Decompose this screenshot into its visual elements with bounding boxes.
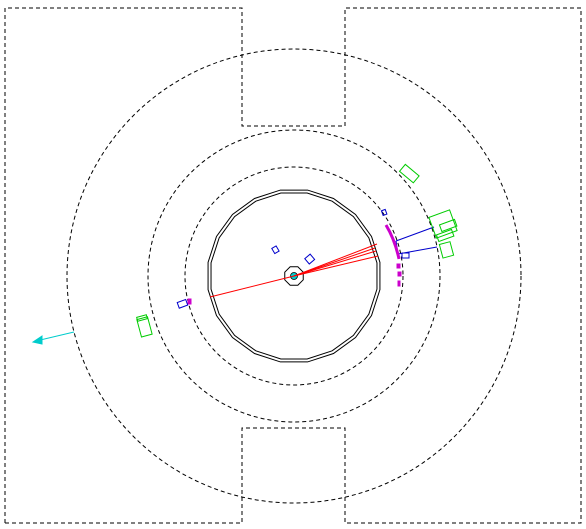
middle-detector-ring xyxy=(147,129,441,423)
track-left xyxy=(209,275,295,298)
muon-hit-left-2 xyxy=(136,314,148,322)
outer-detector-ring xyxy=(66,48,522,504)
yoke-upper-left xyxy=(4,7,582,524)
inner-hits xyxy=(271,208,388,265)
calo-tower-upper xyxy=(395,226,435,242)
arrow-icon xyxy=(31,335,43,345)
calo-hit-left xyxy=(176,298,189,309)
inner-hit-2 xyxy=(304,253,316,265)
muon-hit-left-1 xyxy=(136,316,153,338)
pad-hit-left xyxy=(187,298,192,305)
muon-hit-top xyxy=(398,163,420,184)
inner-detector-ring xyxy=(184,166,404,386)
muon-hits xyxy=(136,163,458,338)
missing-energy-vector xyxy=(31,331,75,345)
beam-pipe-octagon xyxy=(284,266,304,286)
track-right-1 xyxy=(293,243,378,277)
muon-hit-right-inner-2 xyxy=(435,228,455,243)
inner-hit-1 xyxy=(271,245,280,255)
calorimeter-cluster-left xyxy=(176,298,189,309)
muon-hit-right-lower xyxy=(438,241,455,259)
tracker-barrel-inner xyxy=(210,192,378,360)
pad-hit-right-3 xyxy=(397,280,401,287)
pad-hits xyxy=(187,224,402,305)
inner-hit-3 xyxy=(380,208,388,217)
detector-layers xyxy=(66,48,522,504)
tracks xyxy=(209,243,379,298)
calo-cell-small xyxy=(401,252,410,259)
tracker-barrel xyxy=(207,189,381,363)
pad-hit-right-2 xyxy=(397,271,402,277)
magnet-yoke xyxy=(4,7,582,524)
muon-hit-right-inner-1 xyxy=(438,218,458,233)
track-right-4 xyxy=(293,247,376,277)
pad-hit-right-1 xyxy=(396,263,401,269)
calorimeter-cluster-right xyxy=(395,226,438,259)
tracker-barrel-outer xyxy=(207,189,381,363)
pad-arc-right xyxy=(384,224,401,260)
track-right-2 xyxy=(293,250,377,277)
track-right-3 xyxy=(293,255,379,277)
